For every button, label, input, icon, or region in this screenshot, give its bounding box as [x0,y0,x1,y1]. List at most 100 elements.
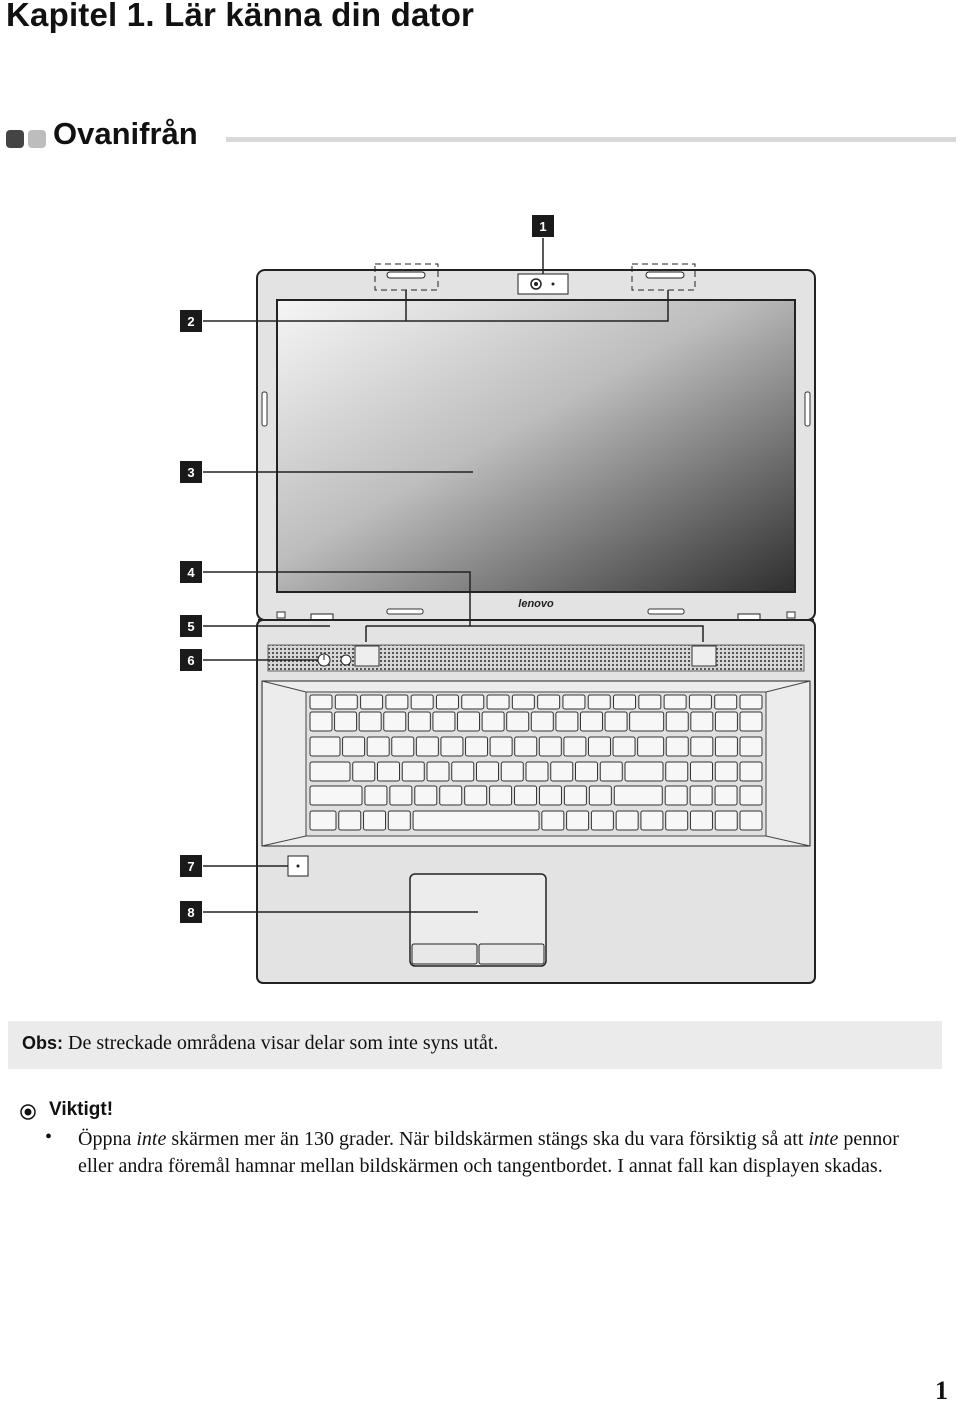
svg-text:2: 2 [187,314,194,329]
keyboard-key [481,711,505,732]
keyboard-key [489,785,513,806]
keyboard-key [352,761,376,782]
keyboard-key [690,736,714,757]
svg-text:5: 5 [187,619,194,634]
keyboard-key [587,736,611,757]
keyboard-key [739,736,763,757]
keyboard-key [664,785,688,806]
speaker-right-icon [691,645,717,667]
keyboard-key [637,736,665,757]
keyboard-key [500,761,524,782]
keyboard-key [342,736,366,757]
keyboard-key [410,694,434,710]
keyboard-key [338,810,362,831]
laptop-base [256,619,816,984]
keyboard-key [579,711,603,732]
keyboard-key [309,785,363,806]
keyboard-key [506,711,530,732]
callout-6: 6 [180,649,202,671]
svg-text:8: 8 [187,905,194,920]
section-title: Ovanifrån [53,116,198,151]
keyboard-key [714,785,738,806]
note-text: De streckade områdena visar delar som in… [68,1032,499,1054]
keyboard-key [465,736,489,757]
keyboard-key [537,694,561,710]
important-icon [20,1104,36,1120]
keyboard-key [389,785,413,806]
keyboard-key [457,711,481,732]
keyboard-key [486,694,510,710]
keyboard-key [588,785,612,806]
note-label: Obs: [22,1033,64,1053]
keyboard-key [363,810,387,831]
keyboard-key [538,785,562,806]
keyboard-key [613,785,663,806]
svg-text:4: 4 [187,565,195,580]
keyboard-key [391,736,415,757]
keyboard-key [714,694,738,710]
keyboard-key [714,810,738,831]
keyboard-key [387,810,411,831]
keyboard-key [364,785,388,806]
svg-text:3: 3 [187,465,194,480]
callout-4: 4 [180,561,202,583]
keyboard-key [414,785,438,806]
callout-2: 2 [180,310,202,332]
important-title: Viktigt! [49,1099,114,1120]
keyboard-key [590,810,614,831]
keyboard-key [309,711,333,732]
keyboard-key [401,761,425,782]
laptop-top-view-figure: lenovo [180,215,816,984]
keyboard-key [432,711,456,732]
keyboard-key [426,761,450,782]
keyboard-key [334,711,358,732]
keyboard-key [440,736,464,757]
keyboard-key [665,810,689,831]
keyboard-key [358,711,382,732]
section-heading: Ovanifrån [6,116,956,158]
section-rule [226,137,956,142]
keyboard-key [714,761,738,782]
keyboard-key [629,711,665,732]
keyboard-key [360,694,384,710]
keyboard-key [612,736,636,757]
chapter-title: Kapitel 1. Lär känna din dator [6,0,475,33]
callout-8: 8 [180,901,202,923]
keyboard-key [309,694,333,710]
keyboard-key [334,694,358,710]
keyboard-key [640,810,664,831]
keyboard-key [407,711,431,732]
callout-5: 5 [180,615,202,637]
keyboard-key [309,736,341,757]
keyboard-key [555,711,579,732]
keyboard-key [690,711,714,732]
svg-text:6: 6 [187,653,194,668]
keyboard-key [451,761,475,782]
keyboard-key [690,761,713,782]
keyboard-key [550,761,574,782]
keyboard-key [476,761,499,782]
keyboard-key [309,810,337,831]
keyboard-key [714,711,738,732]
page-number: 1 [935,1376,948,1405]
keyboard-key [514,736,538,757]
keyboard-key [604,711,628,732]
keyboard-key [575,761,598,782]
keyboard-key [511,694,535,710]
keyboard-key [309,761,351,782]
svg-text:1: 1 [539,219,546,234]
keyboard-key [739,711,763,732]
section-marker-light-icon [28,130,46,148]
keyboard-key [739,694,763,710]
keyboard-key [563,785,587,806]
keyboard-key [665,761,689,782]
keyboard-key [663,694,687,710]
svg-text:7: 7 [187,859,194,874]
keyboard-key [435,694,459,710]
keyboard-key [665,736,689,757]
note-box: Obs: De streckade områdena visar delar s… [8,1021,942,1069]
keyboard-key [412,810,540,831]
keyboard-key [541,810,565,831]
keyboard-key [366,736,390,757]
callout-3: 3 [180,461,202,483]
